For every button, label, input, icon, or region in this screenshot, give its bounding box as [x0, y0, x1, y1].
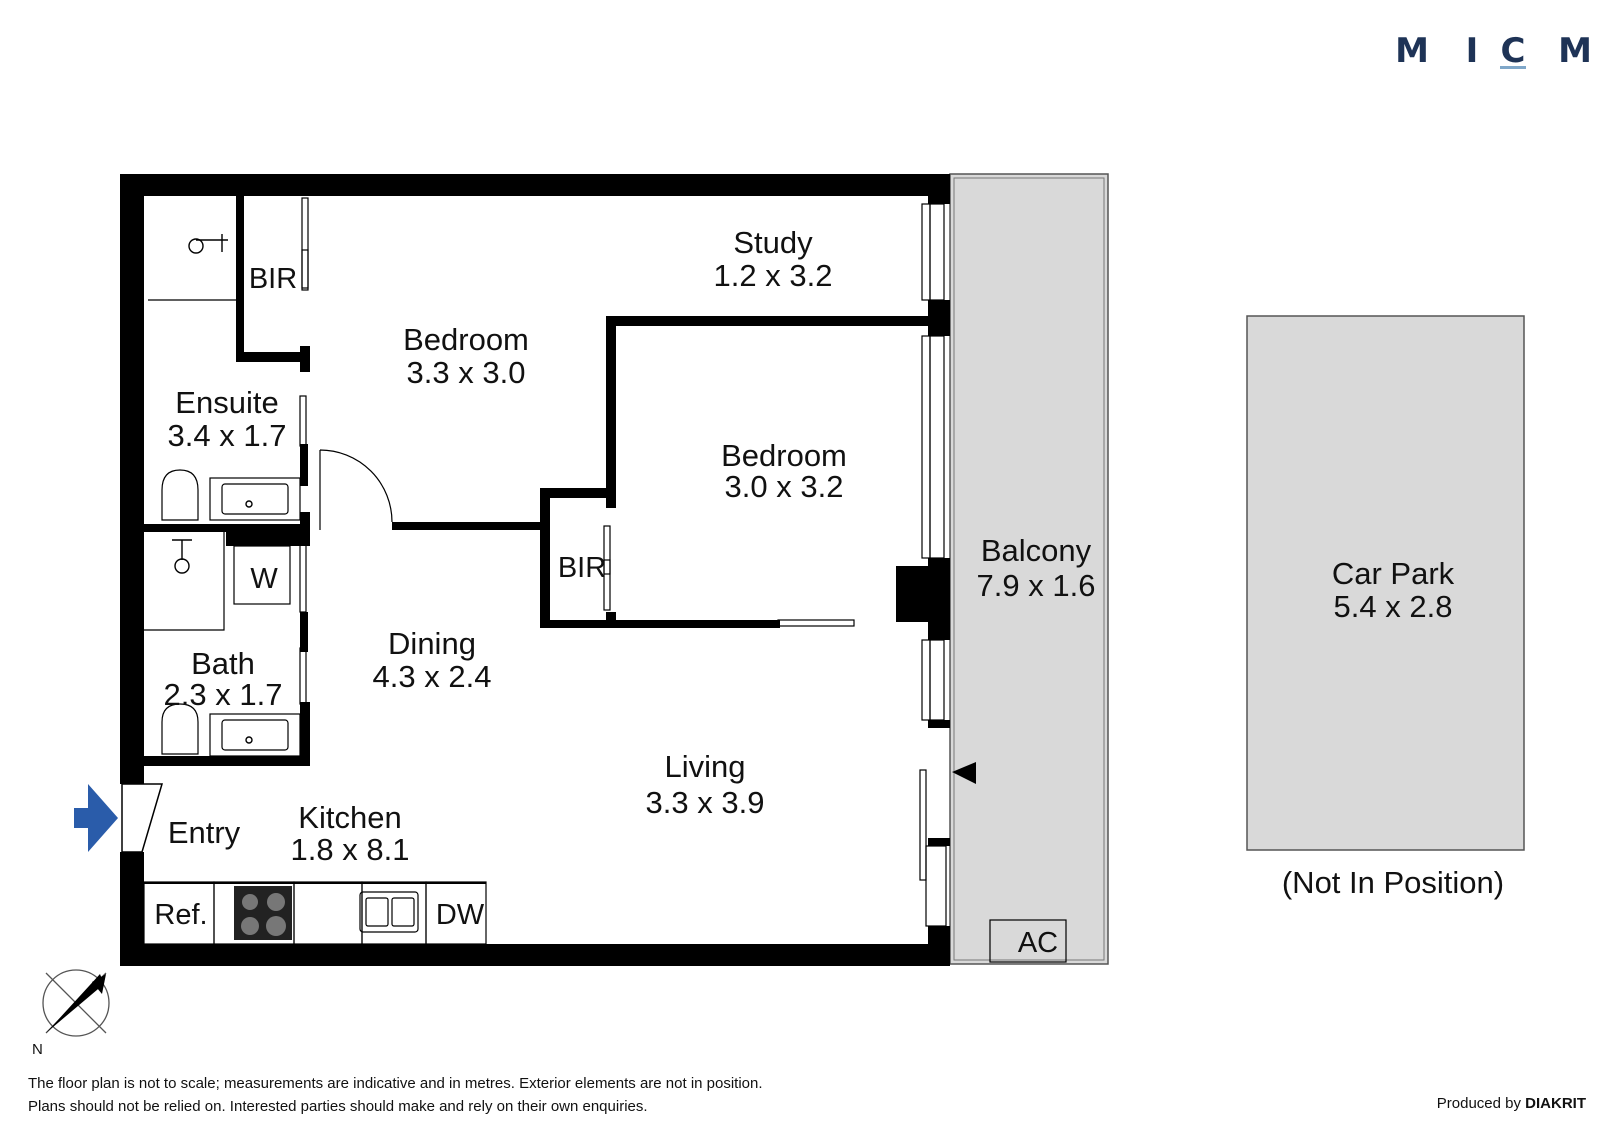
- fixture-labels: BIR BIR W Ref. DW AC: [154, 263, 1058, 959]
- outer-walls: [120, 174, 950, 966]
- kitchen-size: 1.8 x 8.1: [291, 832, 410, 867]
- ensuite-label: Ensuite: [175, 385, 278, 420]
- logo-letter-c: C: [1501, 31, 1526, 71]
- cooktop: [234, 886, 292, 940]
- bedroom-1-label: Bedroom: [403, 322, 529, 357]
- balcony-label: Balcony: [981, 533, 1092, 568]
- bedroom-2-size: 3.0 x 3.2: [725, 469, 844, 504]
- produced-by: Produced by DIAKRIT: [1437, 1095, 1586, 1112]
- laundry-label: W: [250, 563, 278, 595]
- balcony-area: [949, 173, 1109, 965]
- car-park-label: Car Park: [1332, 556, 1455, 591]
- dining-label: Dining: [388, 626, 476, 661]
- living-size: 3.3 x 3.9: [646, 785, 765, 820]
- brand-logo: M I C M: [1395, 31, 1592, 71]
- ac-pointer-icon: [952, 762, 976, 784]
- bedroom-1-size: 3.3 x 3.0: [407, 355, 526, 390]
- study-size: 1.2 x 3.2: [714, 258, 833, 293]
- bir-middle-label: BIR: [558, 552, 606, 584]
- balcony-size: 7.9 x 1.6: [977, 568, 1096, 603]
- bath-label: Bath: [191, 646, 255, 681]
- room-labels: Study 1.2 x 3.2 Bedroom 3.3 x 3.0 Bedroo…: [164, 225, 1505, 900]
- car-park-size: 5.4 x 2.8: [1334, 589, 1453, 624]
- entry-arrow-icon: [74, 784, 118, 852]
- compass-north-label: N: [32, 1041, 43, 1058]
- bedroom-2-label: Bedroom: [721, 438, 847, 473]
- compass-icon: [42, 969, 110, 1037]
- produced-by-prefix: Produced by: [1437, 1095, 1522, 1112]
- air-con-label: AC: [1018, 927, 1058, 959]
- fixture-outlines: [143, 197, 1067, 963]
- produced-by-name: DIAKRIT: [1525, 1095, 1586, 1112]
- bir-top-label: BIR: [249, 263, 297, 295]
- kitchen-label: Kitchen: [298, 800, 401, 835]
- shower-fixtures: [172, 234, 253, 744]
- dishwasher-label: DW: [436, 899, 485, 931]
- fridge-label: Ref.: [154, 899, 207, 931]
- entry-door: [121, 783, 164, 853]
- bath-size: 2.3 x 1.7: [164, 677, 283, 712]
- dining-size: 4.3 x 2.4: [373, 659, 492, 694]
- disclaimer-line-2: Plans should not be relied on. Intereste…: [28, 1098, 648, 1115]
- car-park-area: [1246, 315, 1525, 851]
- logo-letter-m1: M: [1395, 31, 1429, 71]
- logo-underline: [1500, 66, 1526, 69]
- balcony-inner-edge: [953, 177, 1105, 961]
- living-label: Living: [665, 749, 746, 784]
- ensuite-size: 3.4 x 1.7: [168, 418, 287, 453]
- entry-label: Entry: [168, 815, 241, 850]
- logo-letter-i: I: [1466, 31, 1479, 71]
- study-label: Study: [733, 225, 813, 260]
- interior-walls: [144, 196, 928, 884]
- logo-letter-m2: M: [1558, 31, 1592, 71]
- car-park-note: (Not In Position): [1282, 865, 1504, 900]
- disclaimer-line-1: The floor plan is not to scale; measurem…: [28, 1075, 763, 1092]
